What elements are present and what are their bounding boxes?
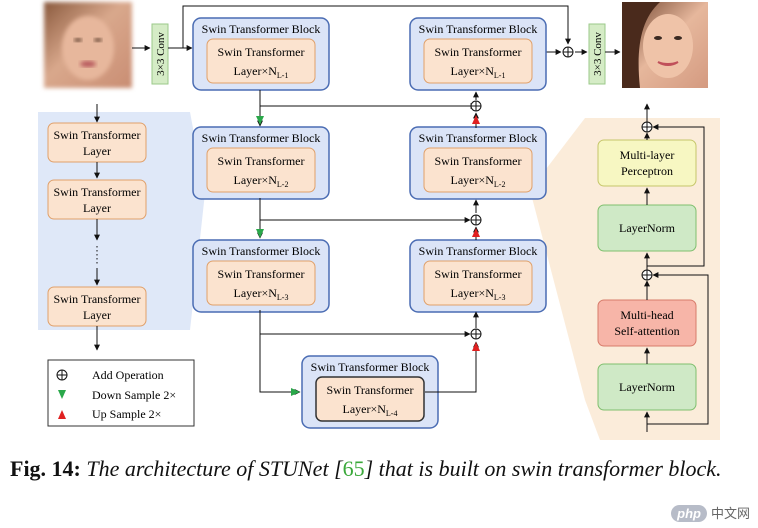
output-face-image xyxy=(622,2,708,88)
level-subscript: L-4 xyxy=(386,409,398,418)
inner-layer-count: Layer×NL-4 xyxy=(343,402,398,418)
watermark-site: 中文网 xyxy=(710,506,750,521)
left-panel-background xyxy=(38,112,205,330)
stack-layer-label-line2: Layer xyxy=(83,201,111,215)
add-operation-icon xyxy=(470,214,482,226)
mlp-label-line1: Multi-layer xyxy=(620,148,675,162)
block-title: Swin Transformer Block xyxy=(419,131,538,145)
legend-add-label: Add Operation xyxy=(92,368,164,382)
inner-layer-count: Layer×NL-1 xyxy=(451,64,506,80)
inner-layer-label: Swin Transformer xyxy=(217,154,304,168)
residual-line-lower xyxy=(647,272,709,425)
up-sample-icon xyxy=(58,410,66,419)
inner-layer-label: Swin Transformer xyxy=(326,383,413,397)
block-title: Swin Transformer Block xyxy=(311,360,430,374)
up-sample-icon xyxy=(472,228,480,237)
stack-layer-label-line2: Layer xyxy=(83,144,111,158)
inner-layer-label: Swin Transformer xyxy=(217,267,304,281)
up-sample-icon xyxy=(472,115,480,124)
caption-text-after: ] that is built on swin transformer bloc… xyxy=(364,456,722,481)
inner-layer-count: Layer×NL-2 xyxy=(451,173,506,189)
inner-layer-count: Layer×NL-1 xyxy=(234,64,289,80)
arrow-bottleneck-to-add3 xyxy=(425,341,479,393)
block-title: Swin Transformer Block xyxy=(202,22,321,36)
inner-layer-label: Swin Transformer xyxy=(434,267,521,281)
inner-layer-count: Layer×NL-3 xyxy=(451,286,506,302)
level-subscript: L-3 xyxy=(277,293,289,302)
mlp-box xyxy=(597,139,697,187)
legend-box xyxy=(47,359,195,427)
add-operation-icon xyxy=(56,369,68,381)
level-subscript: L-3 xyxy=(494,293,506,302)
stack-layer-label-line2: Layer xyxy=(83,308,111,322)
stack-layer-label-line1: Swin Transformer xyxy=(53,292,140,306)
block-title: Swin Transformer Block xyxy=(419,22,538,36)
block-title: Swin Transformer Block xyxy=(202,131,321,145)
stack-layer-label-line1: Swin Transformer xyxy=(53,128,140,142)
stack-layer-label-line1: Swin Transformer xyxy=(53,185,140,199)
conv-box-input xyxy=(151,23,169,85)
add-operation-icon xyxy=(470,328,482,340)
msa-label-line1: Multi-head xyxy=(620,308,673,322)
caption-reference-link[interactable]: 65 xyxy=(342,456,365,481)
figure-caption: Fig. 14: The architecture of STUNet [65]… xyxy=(10,454,750,484)
down-sample-icon xyxy=(291,388,300,396)
conv-label-output: 3×3 Conv xyxy=(592,32,604,76)
level-subscript: L-1 xyxy=(494,71,506,80)
caption-text-before: The architecture of STUNet [ xyxy=(86,456,343,481)
inner-layer-label: Swin Transformer xyxy=(434,154,521,168)
residual-line-upper xyxy=(647,124,705,267)
add-operation-icon xyxy=(562,46,574,58)
add-operation-icon xyxy=(641,269,653,281)
legend-up-label: Up Sample 2× xyxy=(92,407,161,421)
layernorm-label-lower: LayerNorm xyxy=(619,380,676,394)
diagram-canvas: 3×3 Conv 3×3 Conv Swin Transformer Block… xyxy=(38,2,720,440)
conv-label-input: 3×3 Conv xyxy=(155,32,167,76)
add-operation-icon xyxy=(470,100,482,112)
add-operation-icon xyxy=(641,121,653,133)
mlp-label-line2: Perceptron xyxy=(621,164,673,178)
down-sample-icon xyxy=(256,116,264,125)
msa-box xyxy=(597,299,697,347)
msa-label-line2: Self-attention xyxy=(614,324,679,338)
caption-fig-label: Fig. 14: xyxy=(10,456,81,481)
arrow-enc3-to-bottleneck xyxy=(259,310,301,395)
conv-box-output xyxy=(588,23,606,85)
watermark-logo: php xyxy=(671,505,707,522)
level-subscript: L-1 xyxy=(277,71,289,80)
block-title: Swin Transformer Block xyxy=(202,244,321,258)
inner-layer-label: Swin Transformer xyxy=(434,45,521,59)
up-sample-icon xyxy=(472,342,480,351)
down-sample-icon xyxy=(58,390,66,399)
right-panel-background xyxy=(530,118,720,440)
block-title: Swin Transformer Block xyxy=(419,244,538,258)
input-face-image xyxy=(44,2,132,88)
level-subscript: L-2 xyxy=(277,180,289,189)
layernorm-label-upper: LayerNorm xyxy=(619,221,676,235)
legend-down-label: Down Sample 2× xyxy=(92,388,176,402)
inner-layer-count: Layer×NL-3 xyxy=(234,286,289,302)
level-subscript: L-2 xyxy=(494,180,506,189)
global-skip-line xyxy=(182,5,571,48)
inner-layer-count: Layer×NL-2 xyxy=(234,173,289,189)
inner-layer-label: Swin Transformer xyxy=(217,45,304,59)
down-sample-icon xyxy=(256,229,264,238)
